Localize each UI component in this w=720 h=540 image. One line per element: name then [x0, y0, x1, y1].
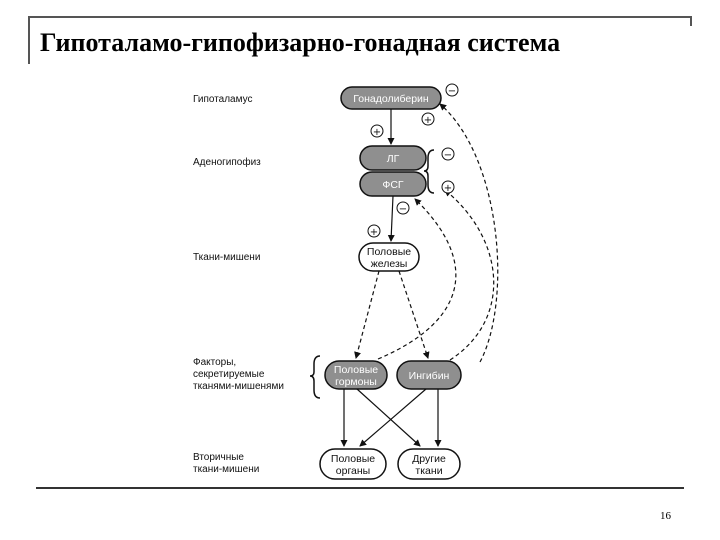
feedback-inhibin-to-fsh [444, 189, 495, 361]
svg-text:+: + [424, 115, 432, 126]
level-label-factors-line2: секретируемые [193, 369, 265, 380]
node-sex-hormones-line1: Половые [334, 364, 378, 376]
page-number: 16 [660, 510, 671, 522]
arrow-gonads-to-hormones [354, 270, 380, 359]
node-other-tissues-line1: Другие [412, 453, 446, 465]
sign-minus-pituitary: − [396, 201, 410, 215]
svg-text:+: + [444, 183, 452, 194]
node-inhibin-label: Ингибин [409, 370, 450, 382]
bottom-rule [36, 487, 684, 489]
sign-minus-gnrh: − [445, 83, 459, 97]
svg-text:−: − [444, 150, 452, 161]
level-label-target-tissues: Ткани-мишени [193, 252, 260, 263]
node-sex-organs: Половые органы [319, 448, 387, 480]
level-label-hypothalamus: Гипоталамус [193, 94, 253, 105]
node-sex-hormones-line2: гормоны [335, 376, 377, 388]
node-other-tissues-line2: ткани [415, 465, 442, 477]
node-gonadoliberin-label: Гонадолиберин [353, 93, 429, 105]
title-frame-right-line [690, 16, 692, 26]
node-sex-hormones: Половые гормоны [324, 360, 388, 390]
sign-plus-gnrh-right: + [421, 112, 435, 126]
level-label-adenohypophysis: Аденогипофиз [193, 156, 261, 168]
title-frame-top-line [28, 16, 692, 18]
level-label-factors-line1: Факторы, [193, 357, 236, 368]
factors-brace [309, 355, 321, 399]
node-fsh: ФСГ [359, 171, 427, 197]
title-frame-left-line [28, 16, 30, 64]
svg-text:+: + [373, 127, 381, 138]
node-lh-label: ЛГ [387, 153, 400, 165]
feedback-hormones-to-hypothalamus [439, 103, 499, 363]
svg-text:−: − [448, 86, 456, 97]
node-gonadoliberin: Гонадолиберин [340, 86, 442, 110]
slide-title: Гипоталамо-гипофизарно-гонадная система [40, 28, 561, 57]
sign-plus-fsh: + [441, 180, 455, 194]
node-sex-organs-line1: Половые [331, 453, 375, 465]
level-label-secondary-line2: ткани-мишени [193, 464, 259, 475]
level-label-factors-line3: тканями-мишенями [193, 381, 284, 392]
arrow-pituitary-to-gonads [387, 195, 395, 242]
node-sex-organs-line2: органы [336, 465, 370, 477]
svg-text:+: + [370, 227, 378, 238]
arrow-hormones-to-other-tissues [356, 388, 421, 447]
node-gonads: Половые железы [358, 242, 420, 272]
arrow-inhibin-to-sex-organs [359, 388, 427, 447]
node-fsh-label: ФСГ [382, 179, 404, 191]
level-label-secondary-line1: Вторичные [193, 452, 244, 463]
sign-minus-lh: − [441, 147, 455, 161]
sign-plus-gonads: + [367, 224, 381, 238]
node-lh: ЛГ [359, 145, 427, 171]
svg-text:−: − [399, 204, 407, 215]
node-other-tissues: Другие ткани [397, 448, 461, 480]
lh-fsh-brace [423, 149, 435, 194]
node-gonads-line2: железы [371, 258, 408, 270]
node-gonads-line1: Половые [367, 246, 411, 258]
node-inhibin: Ингибин [396, 360, 462, 390]
arrow-gonads-to-inhibin [398, 270, 430, 359]
sign-plus-gnrh-left: + [370, 124, 384, 138]
feedback-hormones-to-pituitary [377, 198, 457, 360]
